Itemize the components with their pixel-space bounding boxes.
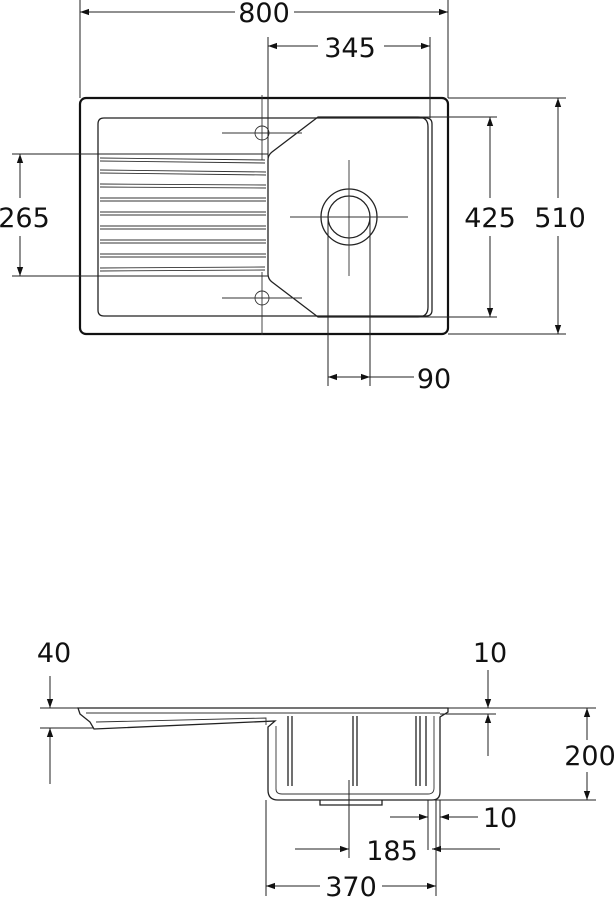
dimension-overall-depth: 510 <box>448 97 586 335</box>
dimension-bowl-depth: 200 <box>432 708 616 801</box>
dim-label-510: 510 <box>534 203 586 234</box>
dim-label-265: 265 <box>0 203 50 234</box>
dimension-wall-thickness: 10 <box>390 800 517 850</box>
dimension-overall-width: 800 <box>79 0 449 98</box>
dimension-drainer-height: 265 <box>0 153 268 277</box>
dim-label-90: 90 <box>417 364 451 395</box>
dimension-bowl-height: 425 <box>418 116 516 318</box>
section-view: 40 10 200 10 185 <box>37 638 616 900</box>
dim-label-370: 370 <box>325 872 377 900</box>
tap-hole-top-icon <box>222 95 302 160</box>
waste-outlet-icon <box>290 160 408 276</box>
drainer-grooves <box>99 157 267 272</box>
plan-view: 800 345 265 425 <box>0 0 586 395</box>
dimension-rim-thickness: 10 <box>440 638 596 756</box>
dimension-flange-height: 40 <box>37 638 94 784</box>
dim-label-345: 345 <box>324 33 376 64</box>
dim-label-800: 800 <box>238 0 290 29</box>
dim-label-10-bottom: 10 <box>483 803 517 834</box>
sink-inner-rim <box>97 117 433 317</box>
dim-label-40: 40 <box>37 638 71 669</box>
dim-label-10-top: 10 <box>473 638 507 669</box>
section-inner-profile <box>86 712 440 795</box>
sink-outline <box>78 96 450 336</box>
dimension-bowl-section-width: 370 <box>265 800 437 900</box>
dim-label-185: 185 <box>366 836 418 867</box>
section-ribs <box>287 716 427 786</box>
dimension-waste-offset: 185 <box>295 780 500 867</box>
tap-hole-bottom-icon <box>222 272 302 335</box>
dim-label-200: 200 <box>564 741 616 772</box>
waste-spigot <box>319 800 383 806</box>
dimension-bowl-width: 345 <box>267 33 431 170</box>
section-profile <box>77 707 449 801</box>
dimension-waste-diameter: 90 <box>327 217 451 395</box>
dim-label-425: 425 <box>464 203 516 234</box>
